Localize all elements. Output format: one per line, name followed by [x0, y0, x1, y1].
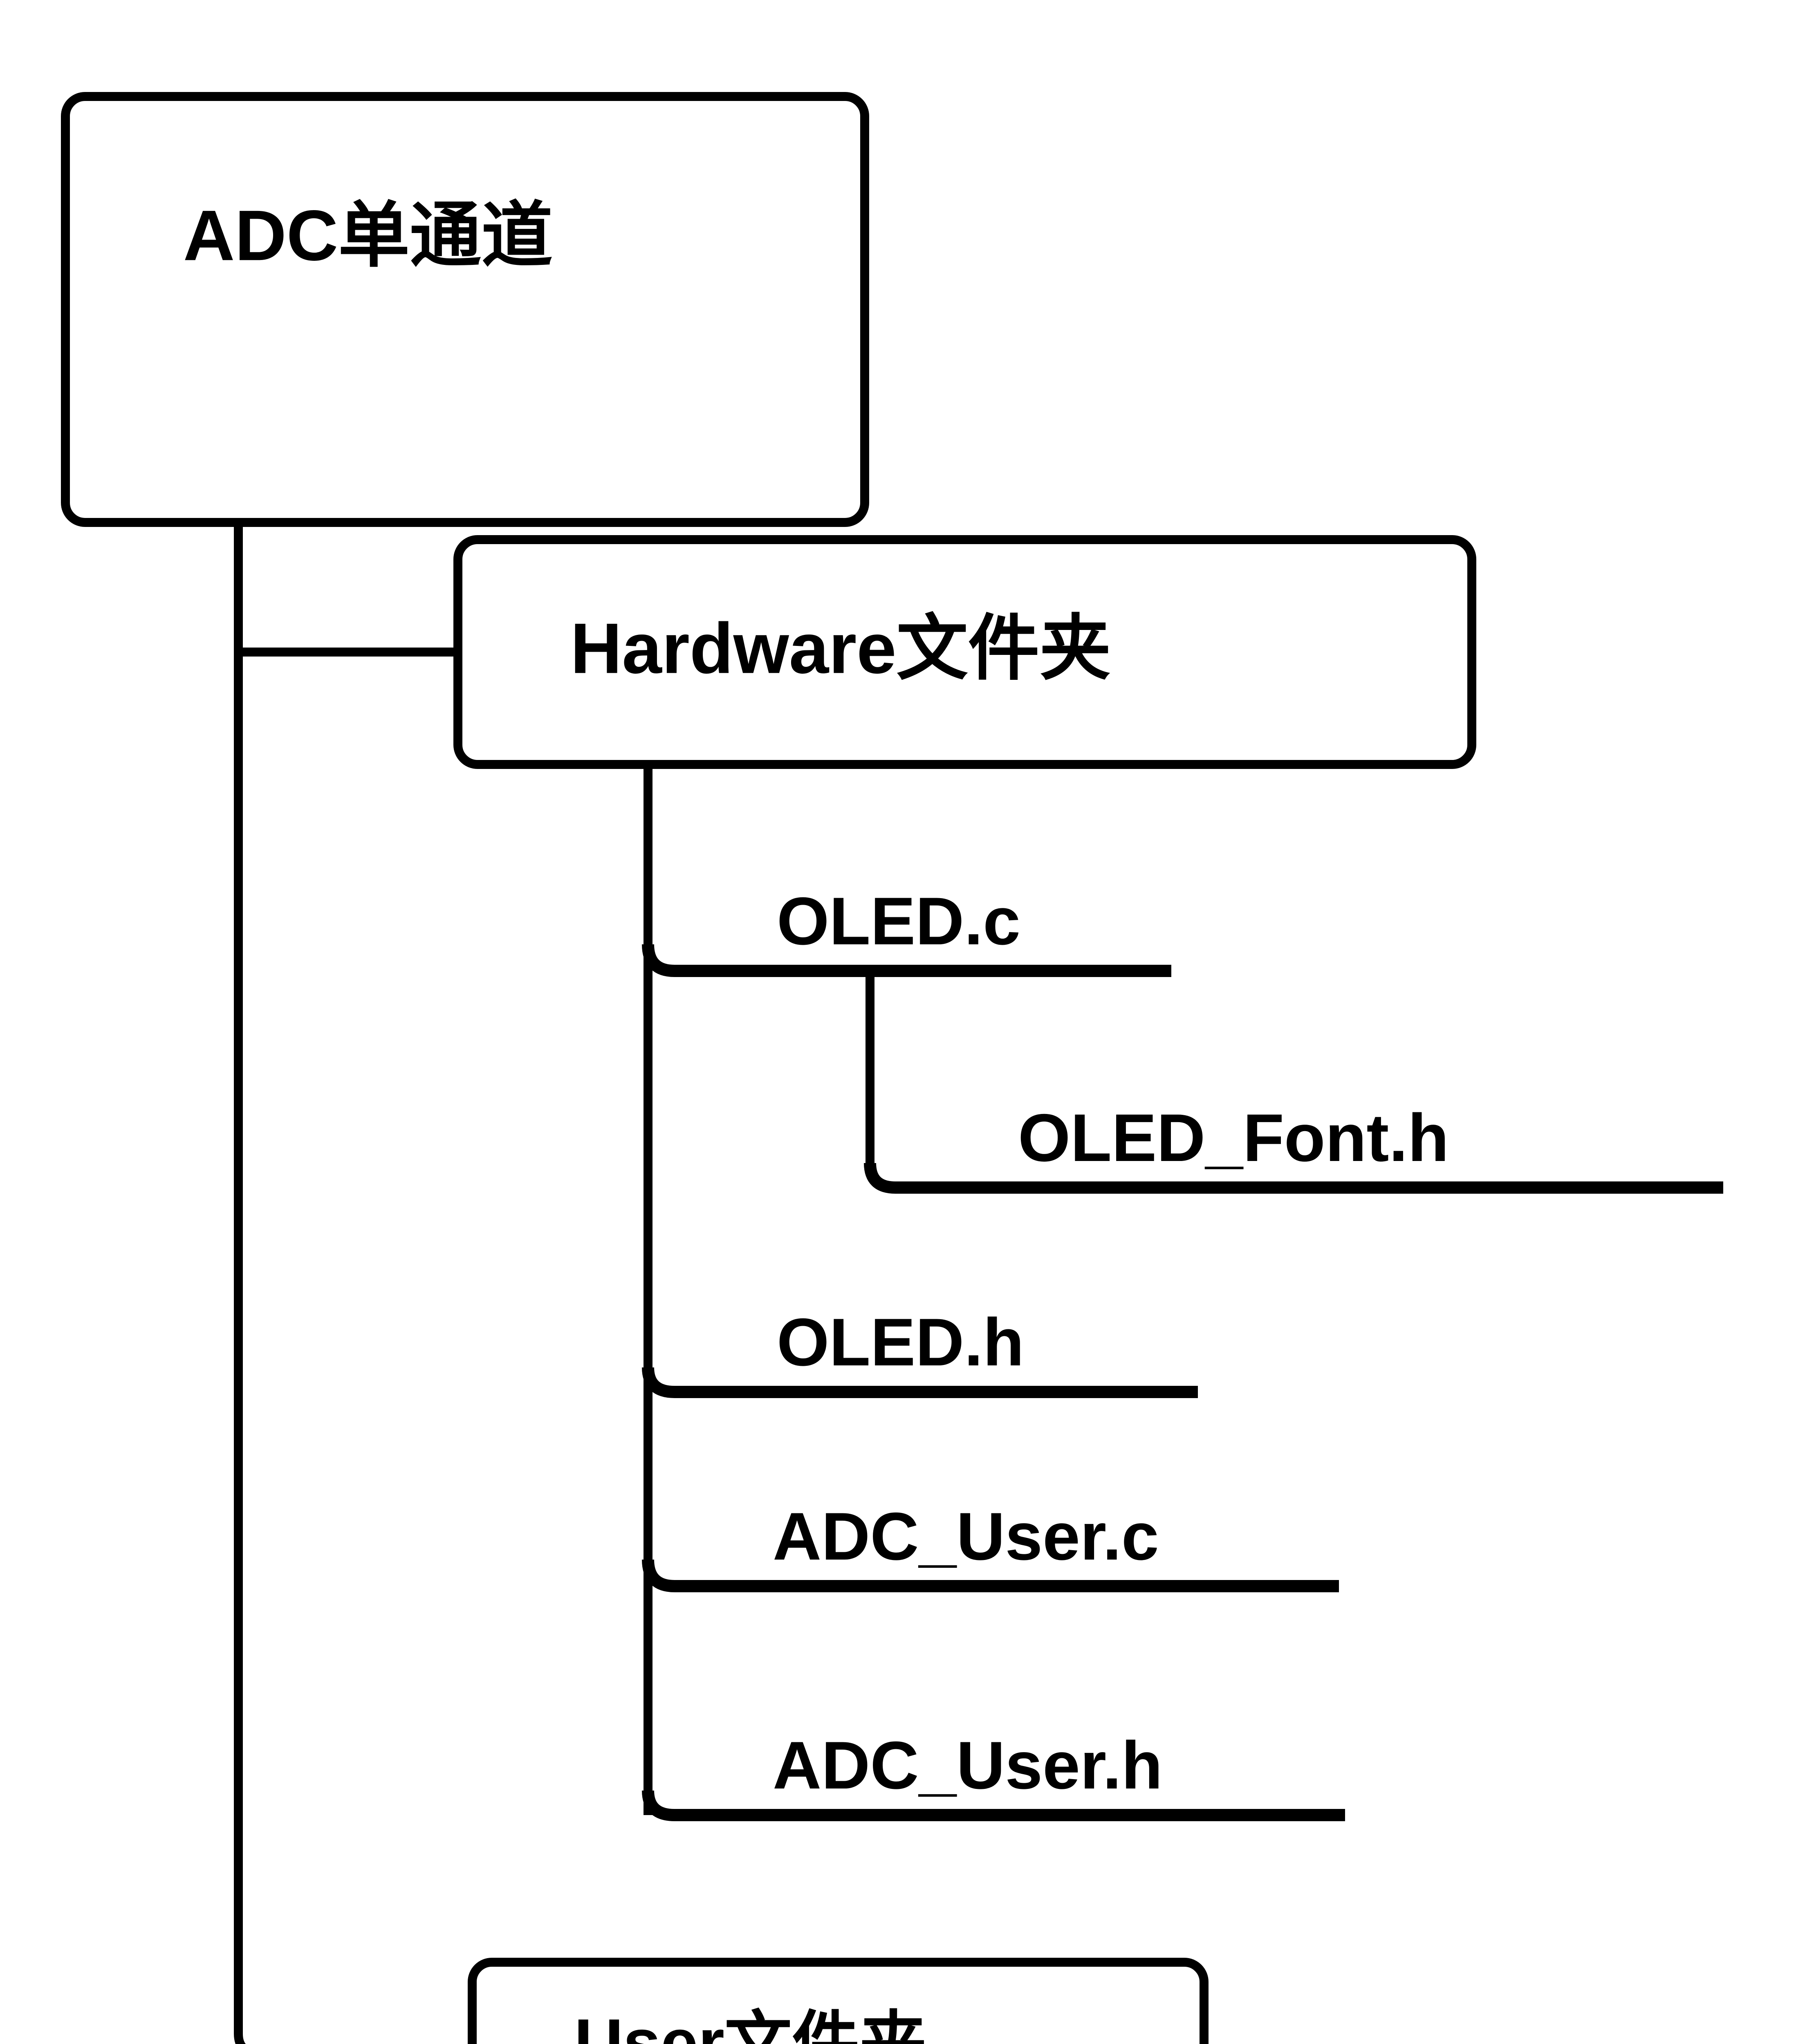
node-user-folder-box	[468, 1958, 1209, 2044]
node-hardware-folder[interactable]: Hardware文件夹	[453, 535, 1476, 769]
connector-rule-adc-user-c	[642, 1559, 1339, 1592]
node-hardware-folder-box	[453, 535, 1476, 769]
leaf-label-oled-h-hardware[interactable]: OLED.h	[777, 1304, 1024, 1380]
leaf-label-adc-user-c[interactable]: ADC_User.c	[773, 1499, 1159, 1574]
node-hardware-folder-label: Hardware文件夹	[570, 609, 1111, 688]
leaf-label-oled-font-h[interactable]: OLED_Font.h	[1018, 1100, 1449, 1175]
connector-rule-adc-user-h-hardware	[642, 1790, 1345, 1821]
node-root-box	[61, 92, 869, 527]
node-user-folder[interactable]: User文件夹	[468, 1958, 1209, 2044]
node-user-folder-label: User文件夹	[574, 2005, 927, 2044]
node-root[interactable]: ADC单通道	[61, 92, 869, 527]
connector-rule-oled-c	[642, 944, 1171, 977]
connector-root-trunk	[234, 523, 246, 2044]
connector-rule-oled-h-hardware	[642, 1367, 1198, 1398]
node-root-label: ADC单通道	[183, 196, 553, 276]
leaf-label-adc-user-h-hardware[interactable]: ADC_User.h	[773, 1728, 1163, 1803]
leaf-label-oled-c[interactable]: OLED.c	[777, 883, 1020, 959]
connector-rule-oled-font-h	[864, 1163, 1723, 1194]
